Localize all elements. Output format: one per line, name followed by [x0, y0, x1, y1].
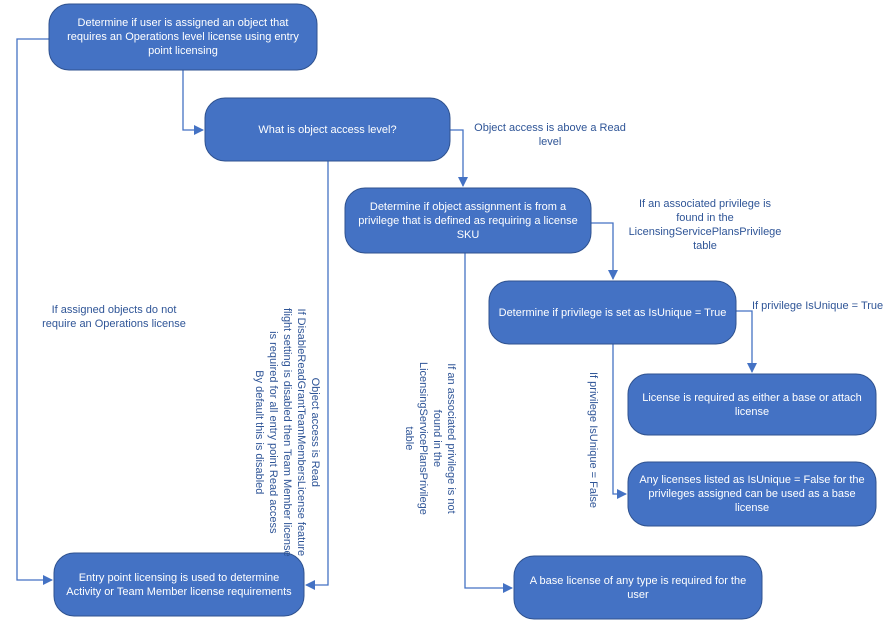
- read-access-line-1: Object access is Read: [309, 377, 321, 488]
- connector-n3-n8: [464, 253, 513, 593]
- connector-n2-n3: [450, 129, 468, 187]
- node-object-access-level-text: What is object access level?: [258, 123, 397, 136]
- node-base-license-any-type: [513, 555, 763, 620]
- node-entry-point-licensing-text: Entry point licensing is used to determi…: [66, 571, 292, 598]
- unique-false-text: If privilege IsUnique = False: [587, 372, 599, 509]
- node-non-unique-base-license: [627, 461, 877, 527]
- node-entry-point-licensing: [53, 552, 305, 617]
- not-found-line-2: found in the: [431, 409, 443, 468]
- node-base-or-attach-license: [627, 373, 877, 436]
- edge-label-read-access: Object access is Read If DisableReadGran…: [252, 308, 322, 557]
- node-privilege-is-unique: [488, 280, 737, 345]
- read-access-line-3: flight setting is disabled then Team Mem…: [281, 308, 293, 557]
- read-access-line-2: If DisableReadGrantTeamMembersLicense fe…: [295, 308, 307, 557]
- edge-label-not-operations: If assigned objects do not require an Op…: [42, 304, 186, 330]
- not-found-line-3: LicensingServicePlansPrivilege: [417, 362, 429, 515]
- connector-n4-n6: [612, 344, 627, 499]
- connector-n1-n7: [16, 38, 53, 585]
- connector-n1-n2: [182, 70, 204, 135]
- not-found-line-1: If an associated privilege is not: [445, 363, 457, 514]
- edge-label-unique-true: If privilege IsUnique = True: [752, 300, 884, 312]
- node-privilege-is-unique-text: Determine if privilege is set as IsUniqu…: [498, 306, 727, 319]
- node-base-license-any-type-text: A base license of any type is required f…: [529, 574, 747, 601]
- node-check-operations-license: [48, 3, 318, 71]
- connector-n3-n4: [591, 222, 618, 280]
- connector-n4-n5: [736, 310, 757, 373]
- node-check-operations-license-text: Determine if user is assigned an object …: [67, 17, 299, 57]
- node-privilege-requires-sku: [344, 187, 592, 254]
- edge-label-unique-false: If privilege IsUnique = False: [586, 372, 600, 508]
- node-object-access-level: [204, 97, 451, 162]
- node-privilege-requires-sku-text: Determine if object assignment is from a…: [358, 200, 578, 241]
- node-base-or-attach-license-text: License is required as either a base or …: [642, 391, 862, 418]
- read-access-line-5: By default this is disabled: [253, 370, 265, 495]
- edge-label-privilege-not-found: If an associated privilege is not found …: [402, 362, 458, 515]
- edge-label-privilege-found: If an associated privilege is found in t…: [628, 198, 782, 252]
- node-non-unique-base-license-text: Any licenses listed as IsUnique = False …: [639, 474, 865, 514]
- read-access-line-4: is required for all entry point Read acc…: [267, 331, 279, 534]
- edge-label-above-read: Object access is above a Read level: [474, 122, 626, 148]
- not-found-line-4: table: [403, 426, 415, 451]
- connector-n2-n7: [305, 161, 329, 590]
